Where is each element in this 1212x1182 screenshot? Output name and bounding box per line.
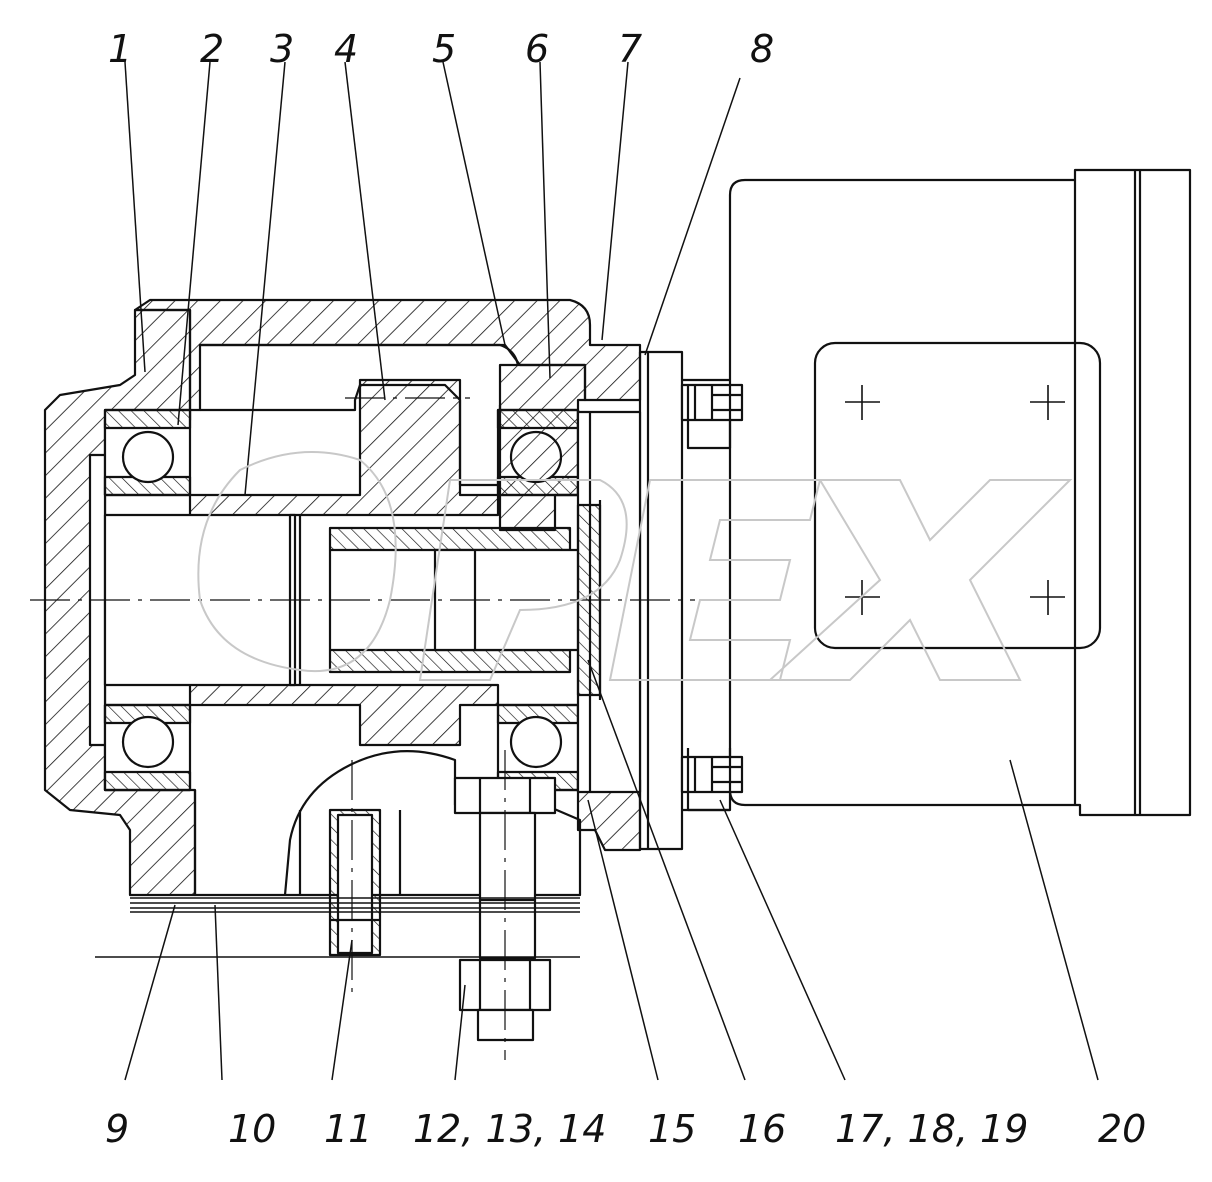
callout-5: 5	[432, 27, 457, 71]
flange-bolt-top	[680, 383, 744, 450]
callout-2: 2	[200, 27, 225, 71]
leader-lines	[124, 61, 1099, 1081]
callout-7: 7	[618, 27, 643, 71]
callout-15: 15	[648, 1107, 697, 1151]
callout-12-13-14: 12, 13, 14	[413, 1107, 607, 1151]
flange-bolt-bottom	[680, 748, 744, 812]
callout-4: 4	[334, 27, 359, 71]
watermark-logo	[197, 451, 1073, 681]
callout-20: 20	[1098, 1107, 1147, 1151]
callout-8: 8	[750, 27, 775, 71]
bearing-cover	[498, 363, 587, 532]
callout-16: 16	[738, 1107, 787, 1151]
callout-1: 1	[108, 27, 133, 71]
callout-9: 9	[105, 1107, 130, 1151]
callout-3: 3	[270, 27, 295, 71]
hex-bolt	[453, 776, 557, 1042]
callout-10: 10	[228, 1107, 277, 1151]
bearing-right-bottom	[496, 703, 580, 792]
callout-11: 11	[324, 1107, 373, 1151]
callout-6: 6	[525, 27, 550, 71]
bearing-left-top	[103, 408, 192, 497]
callout-17-18-19: 17, 18, 19	[835, 1107, 1029, 1151]
gearbox-housing	[43, 298, 642, 897]
bearing-left-bottom	[103, 703, 192, 792]
